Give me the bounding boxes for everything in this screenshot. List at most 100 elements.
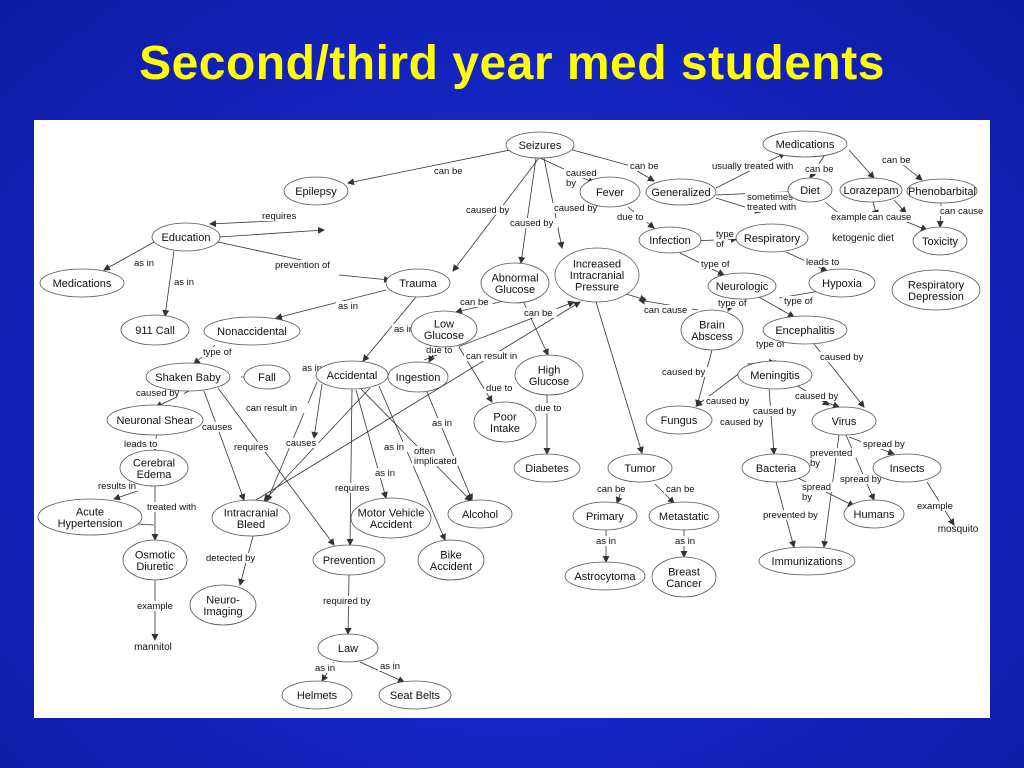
link-label: caused by — [795, 391, 839, 402]
link-label-bg — [808, 448, 858, 458]
link-label: due to — [617, 212, 643, 223]
concept-node-accidental: Accidental — [315, 360, 389, 390]
concept-node-fever: Fever — [579, 176, 641, 208]
link-label-bg — [200, 422, 235, 432]
concept-node-label: Fever — [596, 187, 624, 199]
concept-node-label: Intracranial — [224, 507, 278, 519]
link-label-bg — [642, 305, 692, 315]
concept-node-helmets: Helmets — [281, 680, 353, 710]
concept-node-outline — [211, 499, 291, 537]
link-label-bg — [392, 324, 422, 334]
concept-node-hypoxia: Hypoxia — [808, 268, 876, 298]
concept-node-label: Diabetes — [525, 463, 569, 475]
concept-node-outline — [37, 498, 143, 536]
link-label: results in — [98, 481, 136, 492]
link-label-bg — [716, 298, 756, 308]
link-label: of — [716, 239, 724, 250]
concept-node-toxicity: Toxicity — [912, 226, 968, 256]
concept-node-outline — [758, 546, 856, 576]
concept-node-infection: Infection — [638, 226, 702, 254]
concept-node-label: Intracranial — [570, 270, 624, 282]
concept-node-virus: Virus — [811, 406, 877, 436]
concept-node-outline — [505, 131, 575, 159]
concept-node-law: Law — [317, 633, 379, 663]
concept-node-fall: Fall — [243, 364, 291, 390]
link-label-bg — [718, 417, 768, 427]
link-label-bg — [533, 403, 568, 413]
link-label-bg — [244, 403, 315, 413]
concept-node-label: Bacteria — [756, 463, 797, 475]
link-label: caused by — [820, 352, 864, 363]
concept-node-medications-left: Medications — [39, 268, 125, 298]
link-label: as in — [338, 301, 358, 312]
link-line — [893, 199, 907, 214]
concept-node-outline — [762, 130, 848, 158]
concept-node-outline — [808, 268, 876, 298]
link-label-bg — [838, 474, 888, 484]
link-label: can cause — [868, 212, 911, 223]
concept-node-outline — [638, 226, 702, 254]
link-line — [362, 296, 417, 362]
concept-node-outline — [145, 362, 231, 392]
concept-node-label: Imaging — [203, 606, 242, 618]
link-label: requires — [335, 483, 370, 494]
link-label-bg — [564, 168, 599, 178]
link-label: prevention of — [275, 260, 330, 271]
link-label-bg — [714, 229, 739, 239]
link-label-bg — [754, 339, 794, 349]
concept-node-label: Diet — [800, 185, 820, 197]
concept-node-outline — [122, 539, 188, 581]
concept-node-outline — [648, 501, 720, 531]
concept-node-label: Diuretic — [136, 561, 174, 573]
link-label-bg — [628, 161, 663, 171]
link-label-bg — [552, 203, 602, 213]
concept-node-outline — [872, 453, 942, 483]
concept-node-outline — [645, 178, 717, 206]
concept-node-label: Shaken Baby — [155, 372, 221, 384]
link-label-bg — [594, 536, 624, 546]
link-label: as in — [675, 536, 695, 547]
link-label: caused by — [554, 203, 598, 214]
link-line — [848, 149, 875, 179]
link-label-bg — [803, 164, 838, 174]
link-label-bg — [564, 178, 579, 188]
link-label-bg — [284, 438, 319, 448]
link-label-bg — [373, 468, 403, 478]
link-label-bg — [782, 296, 822, 306]
link-line — [203, 390, 246, 501]
concept-node-phenobarbital: Phenobarbital — [906, 178, 978, 204]
link-label: requires — [262, 211, 297, 222]
link-label-bg — [800, 482, 835, 492]
concept-node-label: Cerebral — [133, 457, 175, 469]
concept-node-epilepsy: Epilepsy — [283, 176, 349, 206]
link-label: type of — [718, 298, 747, 309]
concept-node-label: Trauma — [399, 278, 437, 290]
link-label: spread — [802, 482, 831, 493]
concept-node-seat-belts: Seat Belts — [378, 680, 452, 710]
link-label-bg — [232, 442, 277, 452]
concept-node-label: Encephalitis — [775, 325, 835, 337]
link-label: can result in — [246, 403, 297, 414]
link-label: detected by — [206, 553, 255, 564]
link-line — [695, 349, 713, 407]
link-label-bg — [260, 211, 305, 221]
link-label: caused by — [510, 218, 554, 229]
concept-node-label: Fungus — [661, 415, 698, 427]
link-line — [360, 388, 472, 502]
concept-node-label: Bleed — [237, 519, 265, 531]
concept-node-label: Meningitis — [750, 370, 800, 382]
concept-node-label: Law — [338, 643, 358, 655]
link-label: can be — [460, 297, 489, 308]
link-label: type of — [756, 339, 785, 350]
concept-node-outline — [119, 449, 189, 487]
concept-node-label: Accident — [430, 561, 472, 573]
link-label-bg — [595, 484, 630, 494]
concept-node-label: Edema — [137, 469, 173, 481]
